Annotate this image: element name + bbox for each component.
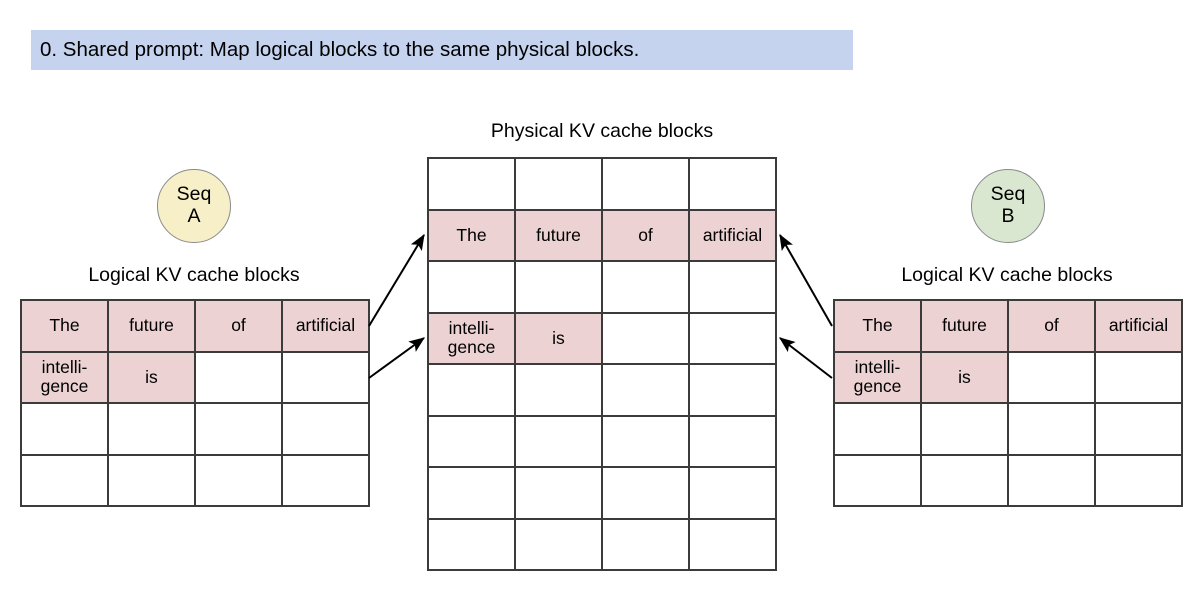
kv-cell: of	[1009, 301, 1096, 353]
logical-blocks-caption-seq-b: Logical KV cache blocks	[901, 264, 1113, 286]
kv-cell	[1096, 352, 1183, 404]
kv-cell: is	[109, 352, 196, 404]
kv-cell	[283, 455, 370, 507]
kv-cell: The	[429, 210, 516, 262]
kv-cell	[109, 455, 196, 507]
kv-cell	[196, 404, 283, 456]
kv-cell	[690, 468, 777, 520]
seq-a-label-line2: A	[187, 205, 201, 227]
kv-cell	[603, 468, 690, 520]
kv-cell	[109, 404, 196, 456]
kv-cell: artificial	[690, 210, 777, 262]
kv-cell	[196, 455, 283, 507]
kv-cell	[922, 455, 1009, 507]
kv-cell	[603, 365, 690, 417]
kv-cell	[516, 519, 603, 571]
kv-cell	[429, 519, 516, 571]
kv-cell	[516, 159, 603, 211]
kv-cell	[690, 416, 777, 468]
step-banner: 0. Shared prompt: Map logical blocks to …	[31, 30, 853, 70]
kv-cell	[603, 262, 690, 314]
kv-cell	[283, 352, 370, 404]
arrow-seq-a-row1-to-physical-row2	[368, 233, 425, 327]
kv-cell: The	[22, 301, 109, 353]
kv-cell	[835, 455, 922, 507]
kv-cell	[603, 313, 690, 365]
arrow-seq-a-row2-to-physical-row4	[368, 337, 425, 379]
kv-cell: artificial	[283, 301, 370, 353]
physical-blocks-caption: Physical KV cache blocks	[490, 120, 714, 142]
arrow-seq-b-row1-to-physical-row2	[779, 233, 833, 327]
kv-cell	[429, 416, 516, 468]
kv-cell: is	[922, 352, 1009, 404]
kv-cell	[922, 404, 1009, 456]
seq-a-badge: Seq A	[157, 169, 231, 243]
kv-cell	[283, 404, 370, 456]
seq-a-label-line1: Seq	[176, 183, 212, 206]
kv-cell	[690, 519, 777, 571]
seq-b-badge: Seq B	[971, 169, 1045, 243]
kv-cell	[429, 365, 516, 417]
kv-cell	[603, 159, 690, 211]
kv-cell: future	[922, 301, 1009, 353]
kv-cell: intelli- gence	[835, 352, 922, 404]
arrow-seq-b-row2-to-physical-row4	[779, 337, 833, 379]
kv-cell	[516, 365, 603, 417]
kv-cell: of	[196, 301, 283, 353]
kv-cell	[1009, 455, 1096, 507]
kv-cell	[429, 159, 516, 211]
kv-cell	[690, 365, 777, 417]
kv-cell	[22, 404, 109, 456]
kv-cell	[516, 468, 603, 520]
kv-cell	[603, 416, 690, 468]
step-banner-text: 0. Shared prompt: Map logical blocks to …	[40, 37, 640, 61]
kv-cell: of	[603, 210, 690, 262]
kv-cell: intelli- gence	[22, 352, 109, 404]
kv-cell	[835, 404, 922, 456]
kv-cell	[22, 455, 109, 507]
kv-cell	[1009, 404, 1096, 456]
kv-cell: future	[109, 301, 196, 353]
seq-b-label-line2: B	[1001, 205, 1015, 227]
kv-cell	[603, 519, 690, 571]
kv-cell	[690, 262, 777, 314]
kv-cell	[690, 313, 777, 365]
kv-cell	[429, 468, 516, 520]
logical-blocks-caption-seq-a: Logical KV cache blocks	[88, 264, 300, 286]
kv-cell	[516, 262, 603, 314]
kv-cell: intelli- gence	[429, 313, 516, 365]
seq-b-label-line1: Seq	[990, 183, 1026, 206]
kv-cell	[1096, 455, 1183, 507]
kv-cell	[429, 262, 516, 314]
kv-cell: is	[516, 313, 603, 365]
kv-cell	[690, 159, 777, 211]
kv-cell: future	[516, 210, 603, 262]
kv-cell	[1009, 352, 1096, 404]
kv-cell: artificial	[1096, 301, 1183, 353]
kv-cell: The	[835, 301, 922, 353]
kv-cell	[196, 352, 283, 404]
kv-cell	[1096, 404, 1183, 456]
kv-cell	[516, 416, 603, 468]
